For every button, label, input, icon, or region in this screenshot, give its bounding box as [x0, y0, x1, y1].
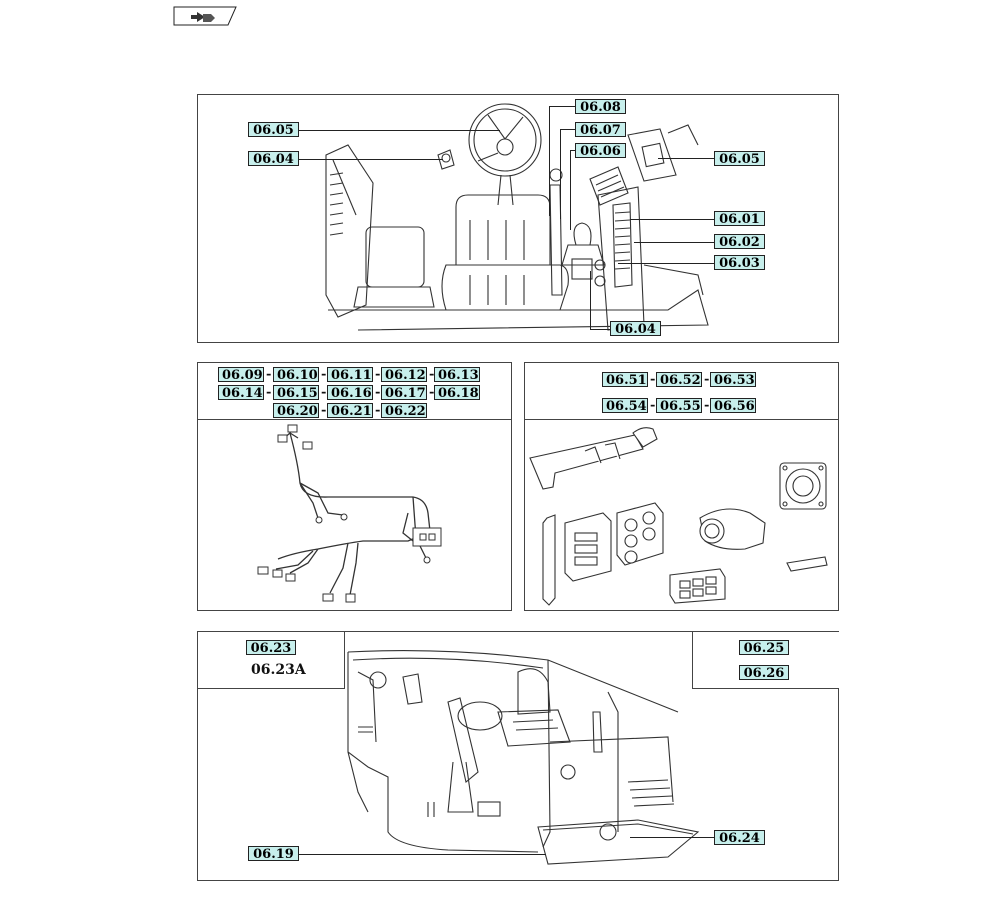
- callout-tag[interactable]: 06.24: [714, 830, 765, 846]
- separator: -: [650, 398, 656, 413]
- callout-tag[interactable]: 06.06: [575, 143, 626, 159]
- callout-tag[interactable]: 06.53: [710, 372, 756, 388]
- callout-tag[interactable]: 06.55: [656, 398, 702, 414]
- leader-line: [570, 150, 575, 151]
- leader-line: [618, 263, 714, 264]
- callout-tag[interactable]: 06.05: [714, 151, 765, 167]
- leader-line: [298, 130, 500, 131]
- leader-line: [298, 159, 443, 160]
- return-arrow-icon[interactable]: [173, 6, 237, 26]
- leader-line: [570, 150, 571, 230]
- callout-tag[interactable]: 06.54: [602, 398, 648, 414]
- separator: -: [266, 367, 272, 382]
- leader-line: [590, 329, 610, 330]
- divider: [525, 419, 838, 420]
- callout-tag[interactable]: 06.18: [434, 385, 480, 401]
- callout-tag[interactable]: 06.23: [246, 640, 296, 656]
- callout-tag[interactable]: 06.21: [327, 403, 373, 419]
- callout-tag[interactable]: 06.14: [218, 385, 264, 401]
- callout-tag[interactable]: 06.20: [273, 403, 319, 419]
- callout-tag[interactable]: 06.01: [714, 211, 765, 227]
- connectors-panel: 06.51 - 06.52 - 06.53 06.54 - 06.55 - 06…: [524, 362, 839, 611]
- separator: -: [321, 367, 327, 382]
- callout-tag[interactable]: 06.13: [434, 367, 480, 383]
- separator: -: [429, 367, 435, 382]
- callout-tag[interactable]: 06.03: [714, 255, 765, 271]
- separator: -: [429, 385, 435, 400]
- harness-panel: 06.09 - 06.10 - 06.11 - 06.12 - 06.13 06…: [197, 362, 512, 611]
- callout-tag[interactable]: 06.52: [656, 372, 702, 388]
- callout-tag[interactable]: 06.15: [273, 385, 319, 401]
- separator: -: [375, 367, 381, 382]
- leader-line: [298, 854, 546, 855]
- divider: [198, 419, 511, 420]
- cab-floor-panel: 06.23 06.23A 06.25 06.26 06.19 06.24: [197, 631, 839, 881]
- separator: -: [375, 385, 381, 400]
- callout-tag[interactable]: 06.09: [218, 367, 264, 383]
- callout-tag[interactable]: 06.04: [248, 151, 299, 167]
- separator: -: [266, 385, 272, 400]
- leader-line: [630, 837, 714, 838]
- variant-label: 06.23A: [251, 662, 306, 678]
- separator: -: [704, 398, 710, 413]
- callout-tag[interactable]: 06.16: [327, 385, 373, 401]
- callout-tag[interactable]: 06.05: [248, 122, 299, 138]
- leader-line: [634, 242, 714, 243]
- leader-line: [658, 158, 714, 159]
- separator: -: [321, 403, 327, 418]
- leader-line: [549, 106, 550, 216]
- leader-line: [590, 271, 591, 329]
- callout-tag[interactable]: 06.12: [381, 367, 427, 383]
- leader-line: [560, 129, 575, 130]
- leader-line: [549, 106, 575, 107]
- callout-tag[interactable]: 06.25: [739, 640, 789, 656]
- callout-tag[interactable]: 06.08: [575, 99, 626, 115]
- callout-tag[interactable]: 06.17: [381, 385, 427, 401]
- cab-floor-illustration: [347, 650, 700, 865]
- callout-tag[interactable]: 06.07: [575, 122, 626, 138]
- callout-tag[interactable]: 06.10: [273, 367, 319, 383]
- callout-tag[interactable]: 06.04: [610, 321, 661, 337]
- callout-tag[interactable]: 06.11: [327, 367, 373, 383]
- callout-tag[interactable]: 06.22: [381, 403, 427, 419]
- callout-tag[interactable]: 06.02: [714, 234, 765, 250]
- separator: -: [704, 372, 710, 387]
- separator: -: [321, 385, 327, 400]
- connector-parts-illustration: [529, 427, 828, 606]
- callout-tag[interactable]: 06.19: [248, 846, 299, 862]
- leader-line: [630, 219, 714, 220]
- callout-tag[interactable]: 06.26: [739, 665, 789, 681]
- separator: -: [375, 403, 381, 418]
- leader-line: [560, 129, 561, 219]
- callout-tag[interactable]: 06.51: [602, 372, 648, 388]
- cab-overview-panel: 06.05 06.04 06.08 06.07 06.06 06.05 06.0…: [197, 94, 839, 343]
- wiring-harness-illustration: [257, 424, 442, 603]
- separator: -: [650, 372, 656, 387]
- callout-tag[interactable]: 06.56: [710, 398, 756, 414]
